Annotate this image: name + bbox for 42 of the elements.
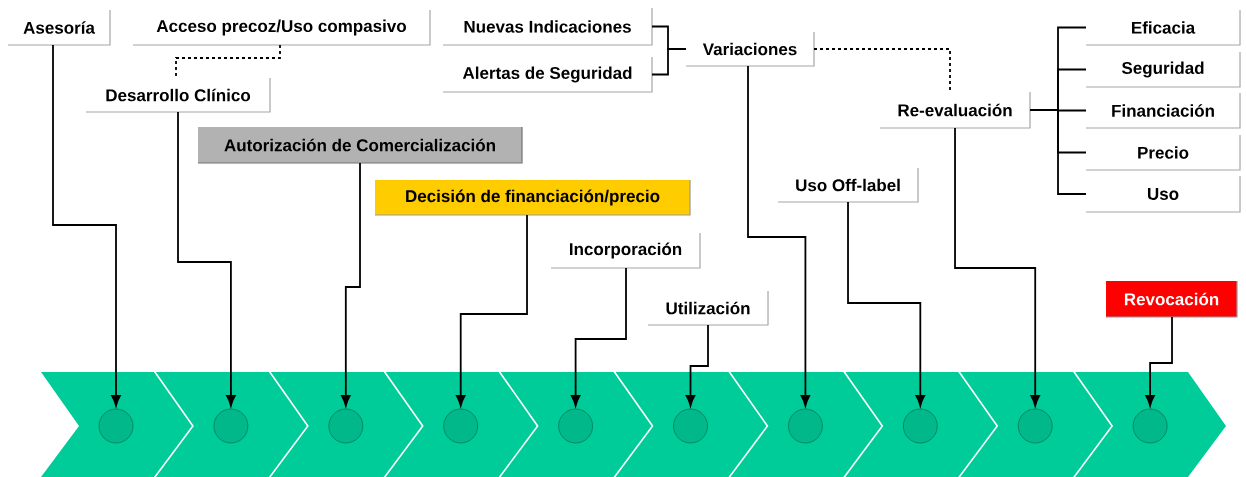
arrow — [685, 324, 709, 407]
label-box: Acceso precoz/Uso compasivo — [132, 9, 431, 46]
circle-marker — [558, 408, 593, 444]
label-box: Seguridad — [1085, 51, 1241, 88]
label-box: Variaciones — [685, 31, 815, 67]
label-box: Financiación — [1085, 92, 1241, 129]
label-box: Autorización de Comercialización — [197, 126, 523, 164]
circle-marker — [1017, 408, 1053, 444]
arrow — [847, 201, 926, 407]
label-box: Utilización — [647, 290, 769, 326]
arrow — [747, 65, 811, 407]
connector-line — [651, 48, 687, 76]
circle-marker — [673, 408, 708, 444]
label-box: Uso — [1085, 175, 1241, 213]
arrow — [954, 127, 1040, 407]
label-box: Eficacia — [1085, 9, 1241, 46]
label-box: Nuevas Indicaciones — [442, 7, 653, 46]
circle-marker — [98, 408, 134, 444]
arrow — [1145, 316, 1173, 407]
circle-marker — [328, 408, 364, 444]
label-box: Desarrollo Clínico — [85, 77, 271, 113]
arrow — [570, 267, 627, 407]
dashed-connector — [175, 44, 281, 79]
label-box: Revocación — [1105, 280, 1238, 318]
circle-marker — [213, 408, 249, 444]
arrow — [177, 111, 236, 407]
label-box: Precio — [1085, 134, 1241, 171]
circle-marker — [1132, 408, 1168, 444]
arrow — [341, 162, 361, 407]
circle-marker — [788, 408, 823, 444]
label-box: Asesoría — [7, 9, 111, 46]
label-box: Re-evaluación — [879, 91, 1031, 129]
label-box: Alertas de Seguridad — [442, 56, 653, 93]
label-box: Decisión de financiación/precio — [374, 179, 691, 216]
connector-line — [1029, 109, 1087, 195]
circle-marker — [902, 408, 938, 444]
dashed-connector — [813, 48, 951, 93]
circle-marker — [443, 408, 479, 444]
arrow — [52, 44, 121, 407]
label-box: Uso Off-label — [777, 167, 919, 203]
arrow — [455, 214, 528, 407]
label-box: Incorporación — [550, 232, 701, 269]
